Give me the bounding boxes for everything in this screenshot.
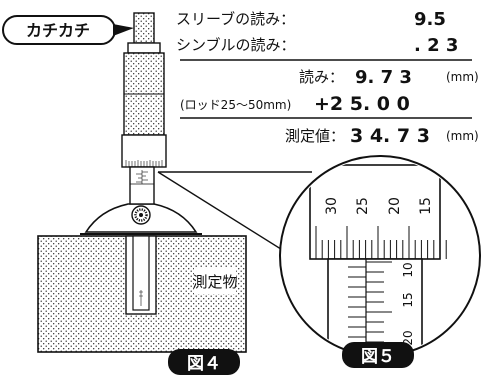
rod-label: (ロッド25〜50mm)	[180, 98, 291, 112]
workpiece-label: 測定物	[192, 273, 237, 291]
sleeve-reading-label: スリーブの読み：	[176, 10, 295, 28]
reading-unit: (mm)	[446, 70, 479, 84]
thimble-scale-large	[309, 164, 441, 260]
sleeve-number-15: 15	[401, 292, 415, 307]
micrometer-body	[121, 12, 167, 205]
figure-4-label: 図４	[168, 349, 240, 375]
reading-label: 読み：	[299, 68, 344, 86]
sleeve-reading-value: 9.5	[414, 9, 446, 30]
sleeve-large	[327, 258, 423, 354]
workpiece-label-bg	[194, 268, 236, 294]
thimble-number-20: 20	[387, 197, 403, 215]
reading-value: 9. 7 3	[355, 67, 412, 88]
thimble-number-30: 30	[324, 197, 340, 215]
figure-4-text: 図４	[187, 354, 221, 374]
depth-rod	[132, 235, 150, 311]
rod-value: +2 5. 0 0	[314, 93, 410, 115]
thimble-number-15: 15	[418, 197, 434, 215]
ratchet-callout: カチカチ	[2, 15, 134, 45]
depth-gauge-base	[80, 203, 202, 311]
ratchet-knob	[133, 12, 155, 44]
readings-panel: スリーブの読み： 9.5 シンブルの読み： . 2 3 読み： 9. 7 3 (…	[176, 9, 479, 147]
ratchet-label: カチカチ	[26, 21, 90, 40]
measured-label: 測定値：	[285, 127, 345, 145]
figure-5-label: 図５	[342, 342, 414, 368]
magnified-view: 30 25 20 15 10 15 20	[279, 155, 481, 357]
thimble-reading-label: シンブルの読み：	[176, 36, 296, 54]
sleeve-number-10: 10	[401, 262, 415, 277]
measured-value: 3 4. 7 3	[350, 125, 430, 147]
thimble-reading-value: . 2 3	[414, 35, 458, 56]
measured-unit: (mm)	[446, 129, 479, 143]
thimble-number-25: 25	[355, 197, 371, 215]
sleeve-number-20: 20	[401, 330, 415, 345]
thimble-number-group: 30 25 20 15	[324, 197, 434, 215]
figure-5-text: 図５	[361, 347, 395, 367]
sleeve-number-group: 10 15 20	[401, 262, 415, 345]
